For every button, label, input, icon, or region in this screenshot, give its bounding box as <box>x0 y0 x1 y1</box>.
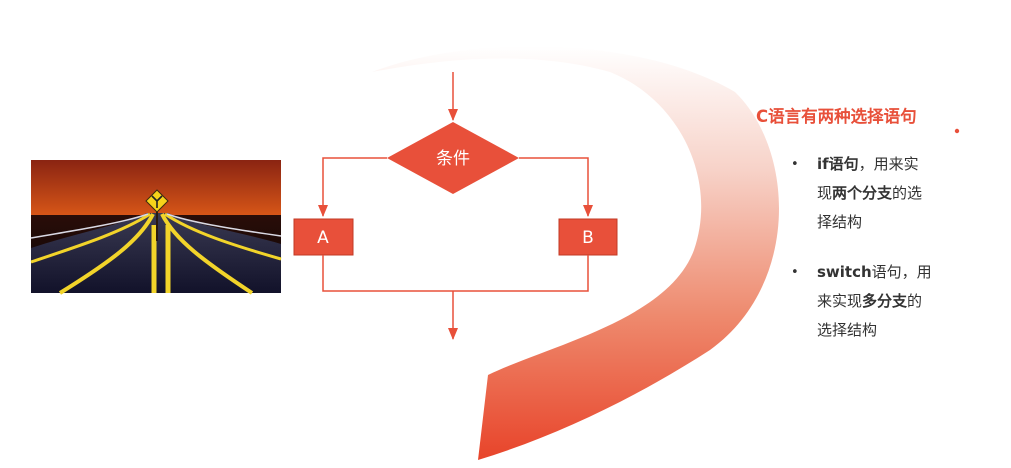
fork-road-sign-icon <box>145 189 169 213</box>
bullet-marker: • <box>791 265 799 280</box>
bullet-text: 的 <box>907 292 923 310</box>
bullet-item-if: • if语句，用来实 现两个分支的选 择结构 <box>788 150 988 237</box>
bullet-marker: • <box>791 157 799 172</box>
bullet-text: 来实现 <box>817 292 863 310</box>
keyword-switch: switch <box>817 263 872 281</box>
decorative-swoosh-arc <box>372 46 780 461</box>
bullet-item-switch: • switch语句，用 来实现多分支的 选择结构 <box>788 258 988 345</box>
bullet-line: 择结构 <box>817 208 988 237</box>
branch-left-arrow <box>318 157 387 217</box>
emphasis-two-branches: 两个分支 <box>832 184 893 202</box>
bullet-line: switch语句，用 <box>817 258 988 287</box>
branch-right-arrow <box>519 157 593 217</box>
bullet-line: 选择结构 <box>817 316 988 345</box>
bullet-text: ，用来实 <box>858 155 919 173</box>
panel-heading: C语言有两种选择语句 <box>756 107 917 126</box>
branch-a-box <box>293 218 354 256</box>
bullet-list: • if语句，用来实 现两个分支的选 择结构 • switch语句，用 来实现多… <box>788 150 988 366</box>
bullet-line: 现两个分支的选 <box>817 179 988 208</box>
branch-b-box <box>558 218 618 256</box>
merge-line <box>322 255 589 292</box>
fork-road-photo <box>30 160 282 295</box>
emphasis-multi-branches: 多分支 <box>862 292 908 310</box>
keyword-if: if语句 <box>817 155 859 173</box>
branch-a-label: A <box>317 228 329 248</box>
bullet-line: if语句，用来实 <box>817 150 988 179</box>
bullet-text: 现 <box>817 184 833 202</box>
branch-b-label: B <box>582 228 594 248</box>
bullet-text: 语句，用 <box>871 263 932 281</box>
bullet-line: 来实现多分支的 <box>817 287 988 316</box>
heading-underline-dot <box>954 128 960 134</box>
bullet-text: 选择结构 <box>817 321 878 339</box>
condition-label: 条件 <box>436 149 470 169</box>
bullet-text: 择结构 <box>817 213 863 231</box>
bullet-text: 的选 <box>892 184 923 202</box>
condition-diamond <box>387 122 519 194</box>
flowchart: 条件 A B <box>293 72 618 340</box>
